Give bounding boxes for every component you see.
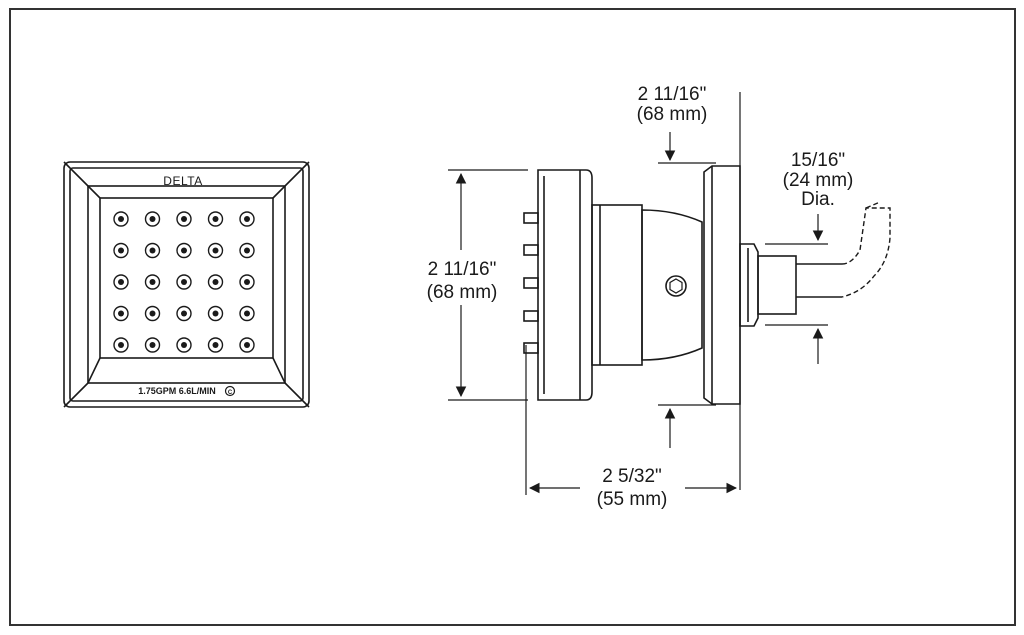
- spray-nozzle-icon: [176, 242, 192, 259]
- depth-imperial: 2 5/32": [602, 466, 662, 487]
- threaded-inlet: [757, 255, 797, 315]
- spray-nozzle-icon: [239, 274, 255, 290]
- height-metric: (68 mm): [427, 282, 498, 303]
- bevel-line: [63, 161, 89, 187]
- mounting-plate: [703, 165, 741, 405]
- nozzle-orifice: [212, 247, 219, 254]
- spray-nozzle-icon: [239, 211, 255, 227]
- nozzle-tip: [523, 244, 539, 256]
- spray-nozzle-icon: [113, 274, 129, 290]
- nozzle-orifice: [244, 310, 250, 317]
- height-imperial: 2 11/16": [428, 259, 497, 280]
- nozzle-tip: [523, 277, 539, 289]
- bevel-line: [87, 185, 101, 199]
- spray-nozzle-icon: [113, 337, 129, 353]
- spray-nozzle-icon: [144, 211, 161, 227]
- nozzle-orifice: [118, 279, 124, 285]
- nozzle-orifice: [149, 342, 156, 348]
- bevel-line: [272, 357, 286, 384]
- width-imperial: 2 11/16": [638, 84, 707, 105]
- bevel-line: [87, 357, 101, 384]
- faceplate-inner-rim: [69, 167, 304, 402]
- bevel-line: [284, 161, 310, 187]
- supply-pipe-dashed: [841, 201, 891, 298]
- spray-nozzle-icon: [144, 274, 161, 290]
- bevel-line: [272, 185, 286, 199]
- nozzle-orifice: [149, 310, 156, 317]
- side-faceplate: [537, 169, 593, 401]
- nozzle-orifice: [244, 279, 250, 285]
- nozzle-tip: [523, 212, 539, 224]
- nozzle-orifice: [244, 216, 250, 222]
- drawing-border: [9, 8, 1016, 626]
- pipe-note: Dia.: [801, 189, 835, 210]
- nozzle-orifice: [212, 342, 219, 348]
- spray-nozzle-icon: [207, 274, 224, 290]
- nozzle-orifice: [149, 279, 156, 285]
- nozzle-orifice: [212, 310, 219, 317]
- bevel-line: [63, 382, 89, 408]
- spray-nozzle-icon: [144, 337, 161, 353]
- spray-nozzle-icon: [239, 305, 255, 322]
- depth-metric: (55 mm): [597, 489, 668, 510]
- nozzle-orifice: [118, 247, 124, 254]
- pipe-metric: (24 mm): [783, 170, 854, 191]
- spray-nozzle-icon: [239, 337, 255, 353]
- spray-nozzle-icon: [176, 274, 192, 290]
- spray-nozzle-icon: [113, 242, 129, 259]
- faceplate-outer: [63, 161, 310, 408]
- body-taper: [641, 209, 703, 361]
- pipe-imperial: 15/16": [791, 150, 845, 171]
- spray-nozzle-icon: [144, 242, 161, 259]
- bevel-line: [284, 382, 310, 408]
- nozzle-orifice: [212, 216, 219, 222]
- spray-nozzle-icon: [207, 305, 224, 322]
- set-screw-icon: [665, 275, 687, 297]
- spray-nozzle-icon: [207, 337, 224, 353]
- nozzle-orifice: [149, 247, 156, 254]
- spray-nozzle-icon: [176, 337, 192, 353]
- spray-nozzle-icon: [176, 211, 192, 227]
- spray-face-inner: [99, 197, 274, 359]
- certification-mark-icon: C: [224, 385, 236, 397]
- spray-nozzle-icon: [113, 305, 129, 322]
- spray-nozzle-icon: [144, 305, 161, 322]
- nozzle-orifice: [149, 216, 156, 222]
- nozzle-orifice: [118, 310, 124, 317]
- spray-nozzle-icon: [113, 211, 129, 227]
- nozzle-orifice: [118, 216, 124, 222]
- spray-nozzle-icon: [207, 211, 224, 227]
- flow-rate-label: 1.75GPM 6.6L/MIN: [138, 386, 216, 396]
- front-view: [63, 161, 310, 408]
- hex-nut: [739, 243, 759, 327]
- nozzle-orifice: [181, 310, 187, 317]
- nozzle-orifice: [118, 342, 124, 348]
- spray-nozzle-icon: [207, 242, 224, 259]
- width-metric: (68 mm): [637, 104, 708, 125]
- nozzle-orifice: [181, 216, 187, 222]
- nozzle-orifice: [244, 342, 250, 348]
- dimension-lines: [448, 92, 828, 495]
- nozzle-orifice: [181, 247, 187, 254]
- nozzle-grid: [113, 211, 255, 353]
- nozzle-orifice: [212, 279, 219, 285]
- spray-face: [87, 185, 286, 384]
- spray-nozzle-icon: [239, 242, 255, 259]
- spray-nozzle-icon: [176, 305, 192, 322]
- nozzle-tip: [523, 310, 539, 322]
- side-view: [523, 165, 842, 405]
- svg-text:C: C: [228, 390, 233, 396]
- nozzle-orifice: [181, 279, 187, 285]
- nozzle-orifice: [244, 247, 250, 254]
- brand-logo: DELTA: [163, 174, 202, 188]
- nozzle-tip: [523, 342, 539, 354]
- nozzle-orifice: [181, 342, 187, 348]
